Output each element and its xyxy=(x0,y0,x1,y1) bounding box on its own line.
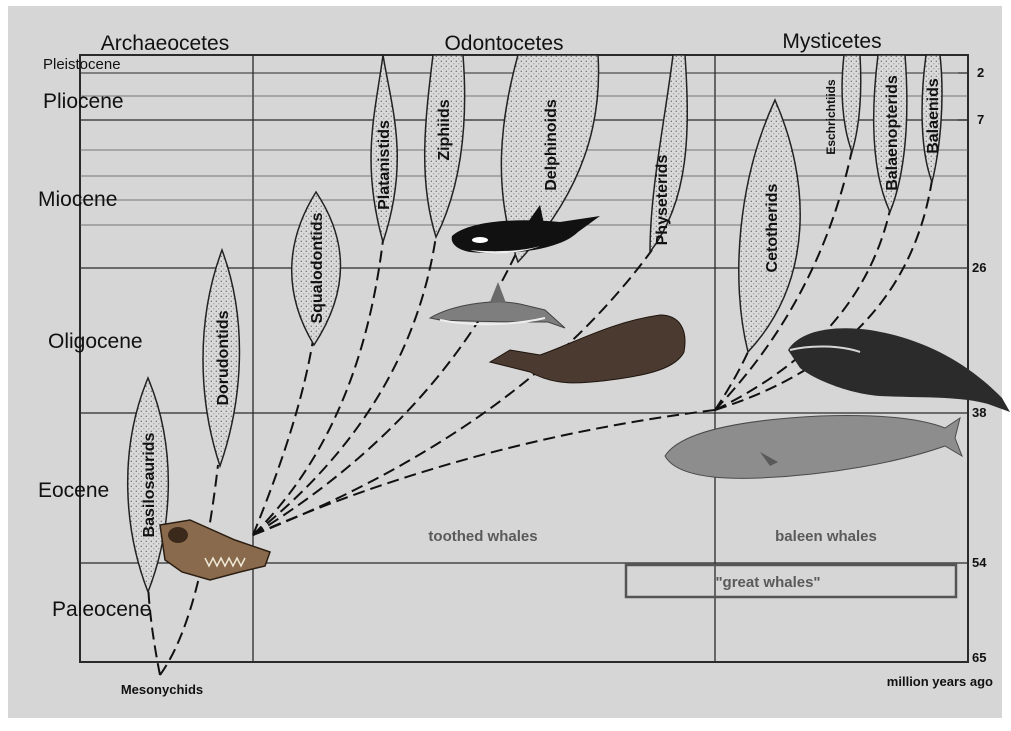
baleen-whales-label: baleen whales xyxy=(775,528,877,545)
toothed-whales-label: toothed whales xyxy=(428,528,537,545)
clade-squalodontids: Squalodontids xyxy=(309,212,326,323)
tick-65: 65 xyxy=(972,650,986,665)
tick-54: 54 xyxy=(972,555,987,570)
tick-38: 38 xyxy=(972,405,986,420)
epoch-miocene: Miocene xyxy=(38,188,117,211)
epoch-pliocene: Pliocene xyxy=(43,90,124,113)
group-archaeocetes: Archaeocetes xyxy=(101,32,229,55)
clade-balaenopterids: Balaenopterids xyxy=(884,75,901,191)
epoch-oligocene: Oligocene xyxy=(48,330,143,353)
clade-balaenids: Balaenids xyxy=(925,78,942,154)
ancestor-label: Mesonychids xyxy=(121,682,203,697)
clade-platanistids: Platanistids xyxy=(376,120,393,210)
tick-26: 26 xyxy=(972,260,986,275)
clade-eschrichtiids: Eschrichtiids xyxy=(824,79,838,155)
tick-7: 7 xyxy=(977,112,984,127)
tick-2: 2 xyxy=(977,65,984,80)
clade-physeterids: Physeterids xyxy=(654,155,671,246)
great-whales-label: "great whales" xyxy=(715,574,820,591)
epoch-paleocene: Paleocene xyxy=(52,598,151,621)
group-odontocetes: Odontocetes xyxy=(444,32,563,55)
clade-dorudontids: Dorudontids xyxy=(215,310,232,405)
clade-cetotherids: Cetotherids xyxy=(764,183,781,272)
time-unit-label: million years ago xyxy=(887,674,993,689)
epoch-pleistocene: Pleistocene xyxy=(43,56,121,73)
group-mysticetes: Mysticetes xyxy=(782,30,881,53)
clade-ziphiids: Ziphiids xyxy=(436,99,453,160)
clade-delphinoids: Delphinoids xyxy=(543,99,560,191)
epoch-eocene: Eocene xyxy=(38,479,109,502)
clade-basilosaurids: Basilosaurids xyxy=(141,432,158,537)
